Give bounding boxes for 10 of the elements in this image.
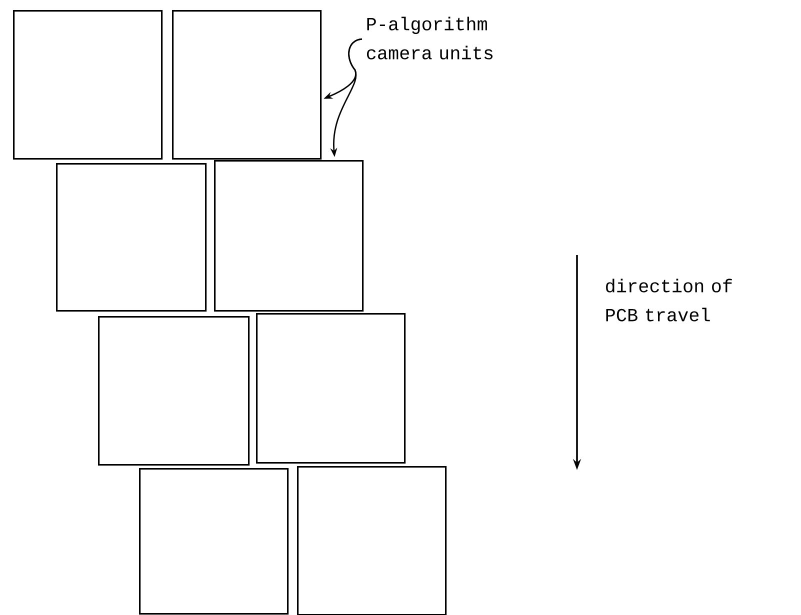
- camera-unit-box: [214, 160, 364, 312]
- callout-text: P-algorithm camera units: [366, 16, 493, 60]
- direction-label: direction of PCB travel: [606, 278, 732, 322]
- camera-unit-box: [256, 313, 406, 464]
- camera-unit-box: [139, 468, 289, 615]
- camera-unit-box: [56, 163, 207, 312]
- camera-unit-box: [172, 10, 322, 160]
- camera-unit-box: [297, 466, 447, 615]
- camera-unit-box: [98, 316, 250, 466]
- camera-unit-box: [13, 10, 163, 160]
